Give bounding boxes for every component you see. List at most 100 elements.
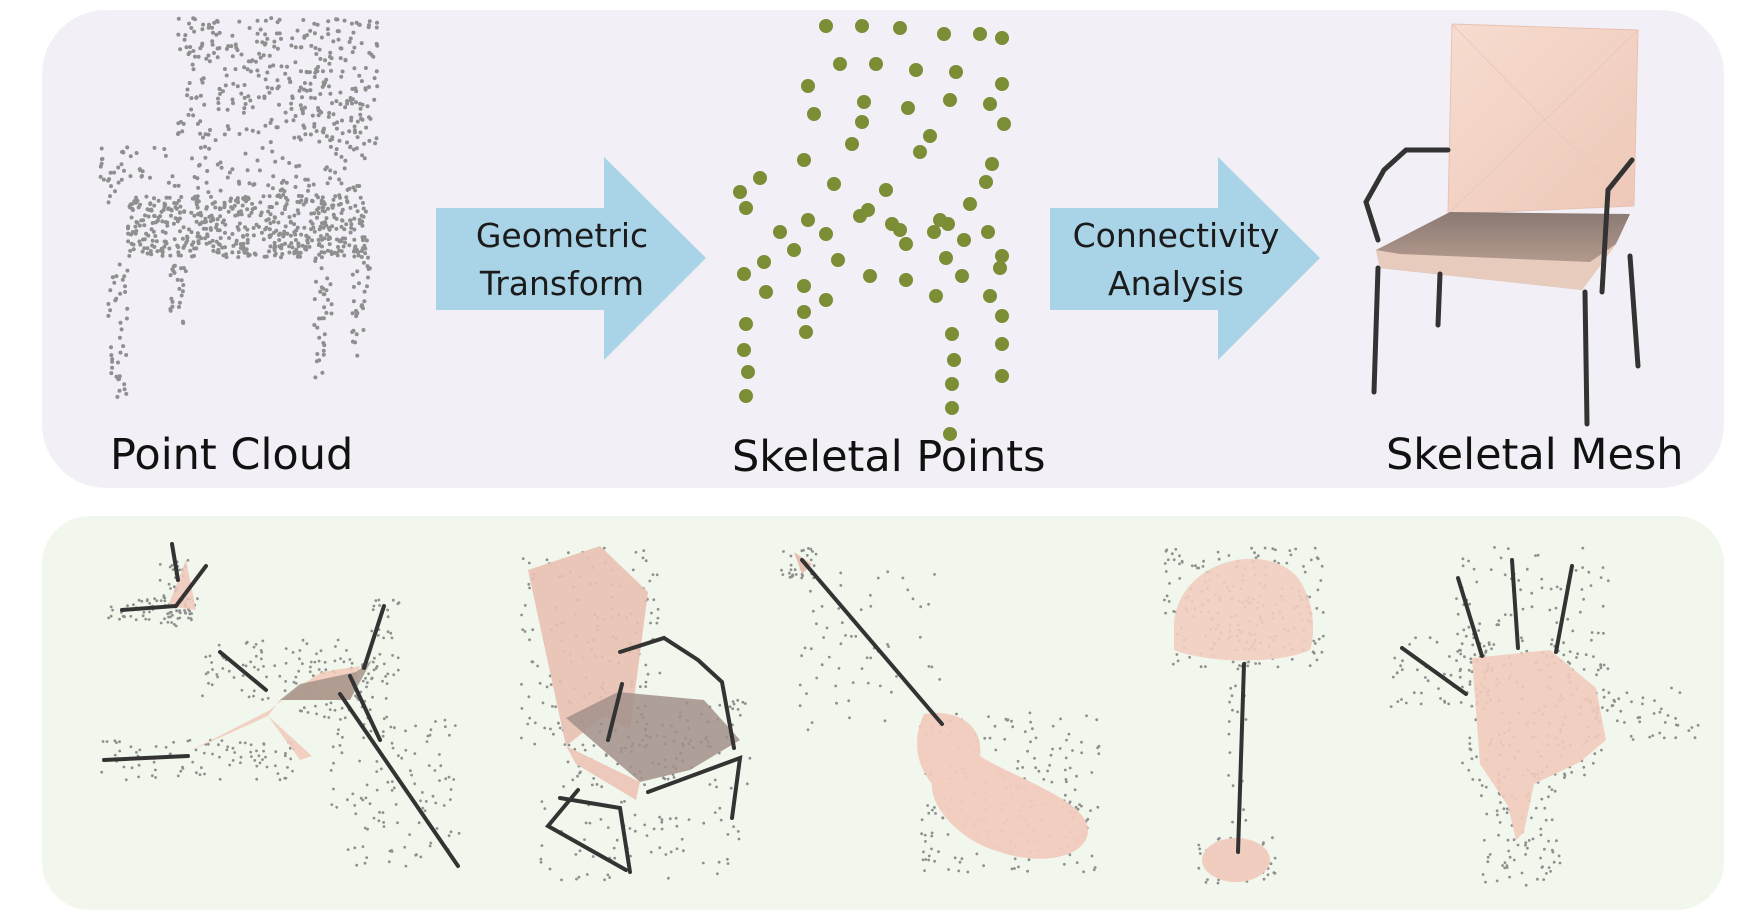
example-cloud-point (336, 732, 340, 736)
point-cloud-point (280, 156, 285, 161)
example-cloud-point (1463, 655, 1466, 659)
skeletal-point (995, 309, 1009, 323)
example-cloud-point (1462, 628, 1466, 632)
example-cloud-point (1488, 853, 1492, 856)
example-cloud-point (1420, 691, 1423, 695)
example-cloud-point (351, 792, 355, 796)
point-cloud-point (272, 243, 277, 248)
point-cloud-point (327, 61, 332, 66)
point-cloud-point (268, 212, 273, 217)
point-cloud-point (239, 91, 244, 96)
point-cloud-point (352, 216, 357, 221)
example-cloud-point (354, 694, 357, 698)
point-cloud-point (375, 84, 380, 89)
example-cloud-point (1303, 570, 1307, 574)
example-cloud-point (788, 571, 791, 575)
example-cloud-point (343, 716, 347, 720)
point-cloud-point (342, 253, 347, 258)
example-cloud-point (1503, 866, 1507, 870)
point-cloud-point (98, 164, 103, 169)
example-cloud-point (920, 832, 923, 836)
skeletal-point (957, 233, 971, 247)
point-cloud-point (296, 244, 301, 249)
example-cloud-point (154, 745, 158, 748)
skeletal-point (733, 185, 747, 199)
point-cloud-point (352, 124, 357, 129)
example-cloud-point (1601, 604, 1605, 608)
point-cloud-point (324, 134, 329, 139)
example-cloud-point (1524, 843, 1527, 847)
point-cloud-point (293, 114, 298, 118)
point-cloud-point (192, 213, 197, 218)
example-cloud-point (353, 846, 357, 850)
point-cloud-point (361, 206, 366, 211)
example-cloud-point (1606, 579, 1610, 583)
point-cloud-point (266, 183, 271, 188)
example-cloud-point (243, 741, 247, 745)
point-cloud-point (328, 54, 332, 59)
example-cloud-point (188, 738, 192, 742)
example-cloud-point (250, 755, 253, 758)
example-cloud-point (208, 654, 212, 658)
point-cloud-point (358, 112, 363, 117)
example-cloud-point (732, 702, 736, 706)
example-cloud-point (1478, 778, 1481, 782)
example-cloud-point (1164, 549, 1168, 553)
point-cloud-point (308, 81, 313, 86)
point-cloud-point (292, 222, 297, 227)
point-cloud-point (265, 70, 270, 75)
point-cloud-point (293, 45, 298, 50)
point-cloud-point (268, 120, 273, 125)
example-cloud-point (393, 726, 396, 730)
example-cloud-point (1217, 837, 1221, 840)
example-cloud-point (923, 833, 927, 837)
example-cloud-point (1234, 684, 1237, 688)
guitar-skeleton (794, 552, 1088, 859)
point-cloud-point (201, 76, 206, 81)
point-cloud-point (217, 30, 222, 35)
example-cloud-point (549, 727, 552, 731)
example-cloud-point (1400, 668, 1404, 672)
point-cloud-point (114, 374, 119, 379)
point-cloud-point (222, 218, 226, 223)
example-cloud-point (226, 745, 230, 749)
example-cloud-point (1658, 710, 1662, 714)
example-cloud-point (642, 549, 646, 553)
point-cloud-point (353, 244, 358, 249)
example-cloud-point (869, 656, 873, 660)
example-cloud-point (658, 846, 662, 850)
example-cloud-point (528, 638, 531, 642)
point-cloud-point (163, 220, 168, 225)
example-cloud-point (560, 878, 563, 882)
example-cloud-point (578, 849, 582, 853)
example-cloud-point (314, 704, 317, 708)
point-cloud-point (213, 205, 218, 210)
example-cloud-point (1271, 547, 1275, 551)
example-cloud-point (414, 724, 417, 728)
example-cloud-point (549, 683, 553, 686)
example-cloud-point (231, 746, 235, 750)
point-cloud-point (359, 304, 364, 309)
example-cloud-point (1449, 673, 1453, 677)
point-cloud-point (242, 250, 247, 255)
point-cloud-point (351, 147, 356, 152)
example-cloud-point (362, 736, 365, 740)
example-cloud-point (232, 676, 236, 679)
point-cloud-point (192, 29, 197, 34)
example-cloud-point (1412, 691, 1416, 695)
example-cloud-point (1469, 661, 1473, 664)
example-cloud-point (265, 675, 268, 679)
example-cloud-point (606, 873, 610, 877)
example-cloud-point (1236, 710, 1239, 714)
lamp-skeleton (1174, 558, 1314, 882)
example-cloud-point (233, 751, 237, 754)
point-cloud-point (218, 214, 223, 219)
point-cloud-point (343, 105, 348, 110)
example-cloud-point (633, 813, 637, 817)
example-cloud-point (256, 668, 260, 671)
example-cloud-point (1525, 649, 1529, 653)
point-cloud-point (199, 43, 204, 48)
point-cloud-point (235, 48, 240, 53)
point-cloud-point (270, 86, 274, 91)
example-cloud-point (333, 708, 337, 712)
